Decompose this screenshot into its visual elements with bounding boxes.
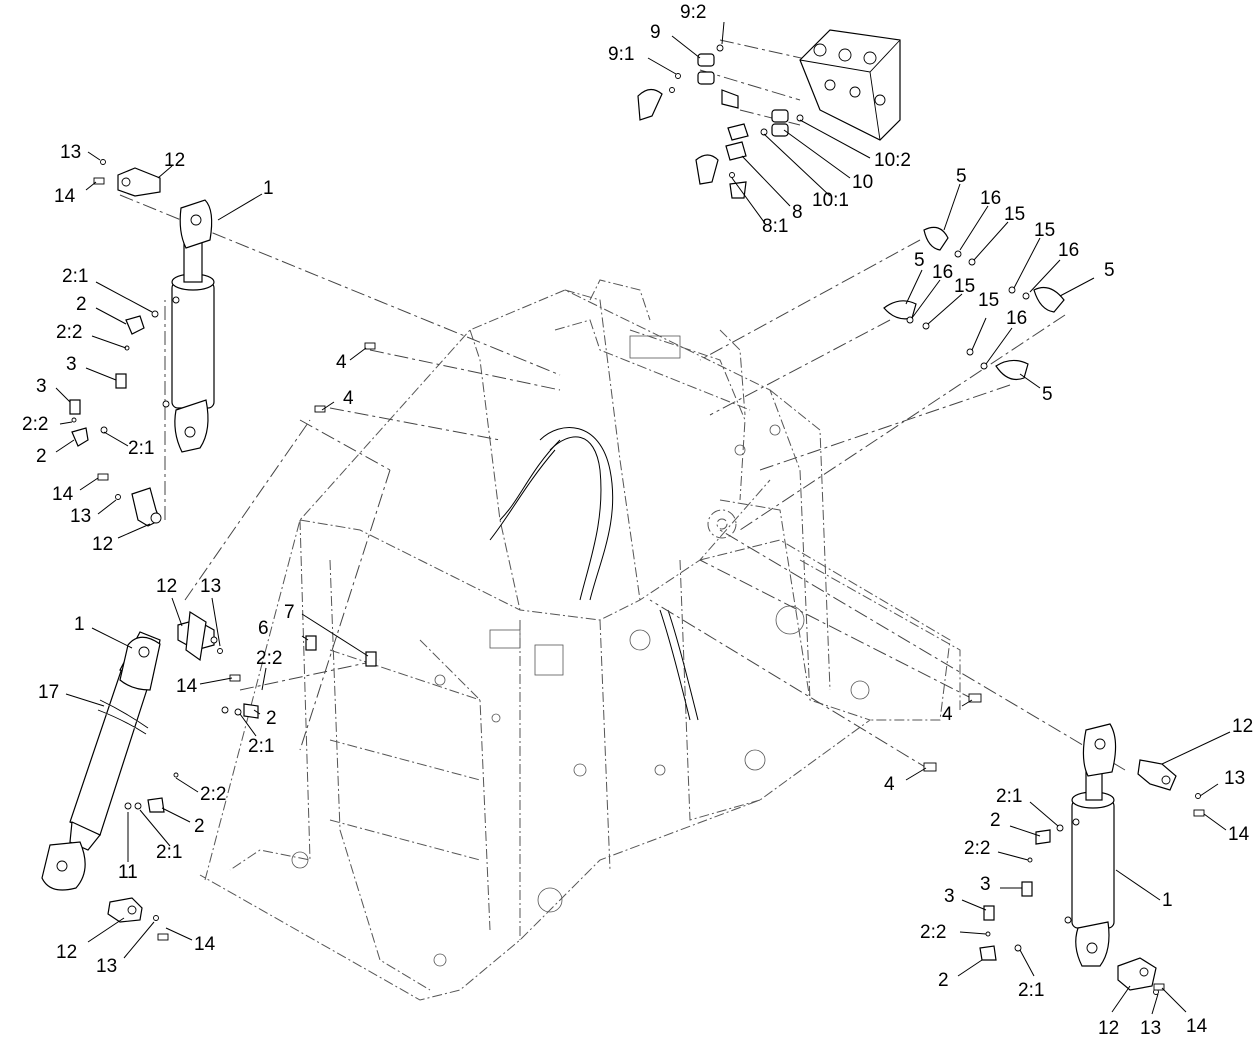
- callout-2-1: 2:1: [996, 786, 1022, 807]
- callout-1: 1: [1162, 890, 1173, 911]
- control-valve: [799, 29, 901, 141]
- callout-2: 2: [194, 816, 205, 837]
- callout-16: 16: [1006, 308, 1027, 329]
- callout-3: 3: [980, 874, 991, 895]
- callout-4: 4: [343, 388, 354, 409]
- callout-7: 7: [284, 602, 295, 623]
- callout-14: 14: [176, 676, 198, 697]
- callout-4: 4: [336, 352, 347, 373]
- callout-2: 2: [36, 446, 47, 467]
- callout-2: 2: [990, 810, 1001, 831]
- lift-cylinder-upper-left: [162, 199, 215, 453]
- callout-8-1: 8:1: [762, 216, 788, 237]
- lift-cylinder-lower-left: [41, 631, 161, 891]
- callout-4: 4: [942, 704, 953, 725]
- callout-12: 12: [1098, 1018, 1119, 1039]
- callout-3: 3: [944, 886, 955, 907]
- callout-12: 12: [92, 534, 113, 555]
- pin-assembly-upper-left: [93, 159, 161, 197]
- callout-14: 14: [54, 186, 76, 207]
- callout-14: 14: [1186, 1016, 1208, 1037]
- callout-4: 4: [884, 774, 895, 795]
- callout-1: 1: [74, 614, 85, 635]
- loader-frame: [199, 279, 961, 1001]
- callout-16: 16: [980, 188, 1001, 209]
- hose-clamps: [883, 226, 1065, 381]
- fittings-right: [979, 824, 1064, 961]
- callout-10-1: 10:1: [812, 190, 849, 211]
- lift-cylinder-right: [1064, 723, 1117, 967]
- callout-13: 13: [96, 956, 117, 977]
- leader-lines: [55, 21, 1231, 1015]
- callout-5: 5: [1104, 260, 1115, 281]
- callout-9-2: 9:2: [680, 2, 706, 23]
- callout-5: 5: [1042, 384, 1053, 405]
- callout-2-2: 2:2: [22, 414, 48, 435]
- callout-2-1: 2:1: [248, 736, 274, 757]
- callout-12: 12: [156, 576, 177, 597]
- callout-2: 2: [266, 708, 277, 729]
- callout-13: 13: [200, 576, 221, 597]
- fittings-upper-left: [69, 310, 159, 447]
- callout-13: 13: [1224, 768, 1245, 789]
- callout-17: 17: [38, 682, 59, 703]
- pin-assembly-right-bottom: [1117, 957, 1165, 995]
- callout-16: 16: [1058, 240, 1079, 261]
- callout-10-2: 10:2: [874, 150, 911, 171]
- callout-10: 10: [852, 172, 873, 193]
- callout-15: 15: [1004, 204, 1025, 225]
- callout-16: 16: [932, 262, 953, 283]
- fittings-lower-left: [124, 635, 377, 813]
- callout-1: 1: [263, 178, 274, 199]
- callout-15: 15: [954, 276, 975, 297]
- callout-14: 14: [1228, 824, 1250, 845]
- callout-2-2: 2:2: [256, 648, 282, 669]
- callout-2-1: 2:1: [156, 842, 182, 863]
- callout-3: 3: [36, 376, 47, 397]
- bolts-4: [314, 342, 982, 772]
- callout-2: 2: [76, 294, 87, 315]
- callout-15: 15: [978, 290, 999, 311]
- callout-11: 11: [118, 862, 138, 883]
- callout-2-1: 2:1: [128, 438, 154, 459]
- pin-assembly-lower-left-bottom: [107, 897, 169, 941]
- callout-12: 12: [56, 942, 77, 963]
- hydraulic-fittings-top: [637, 44, 804, 199]
- callout-9-1: 9:1: [608, 44, 634, 65]
- callout-9: 9: [650, 22, 661, 43]
- callout-15: 15: [1034, 220, 1055, 241]
- pin-assembly-right-top: [1137, 759, 1205, 817]
- callout-5: 5: [914, 250, 925, 271]
- callout-2-1: 2:1: [62, 266, 88, 287]
- pin-assembly-lower-left-top: [97, 473, 162, 527]
- callout-2-2: 2:2: [920, 922, 946, 943]
- callout-6: 6: [258, 618, 269, 639]
- callout-2: 2: [938, 970, 949, 991]
- callout-5: 5: [956, 166, 967, 187]
- callout-2-2: 2:2: [56, 322, 82, 343]
- callout-2-2: 2:2: [964, 838, 990, 859]
- pin-assembly-lower-left-upper: [177, 610, 241, 682]
- callout-14: 14: [194, 934, 216, 955]
- callout-12: 12: [164, 150, 185, 171]
- callout-2-2: 2:2: [200, 784, 226, 805]
- callout-3: 3: [66, 354, 77, 375]
- callout-2-1: 2:1: [1018, 980, 1044, 1001]
- callout-numbers: 13 12 14 1 2:1 2 2:2 3 3 2:2 2 2:1 14 13…: [22, 2, 1253, 1039]
- callout-13: 13: [1140, 1018, 1161, 1039]
- callout-13: 13: [70, 506, 91, 527]
- callout-8: 8: [792, 202, 803, 223]
- callout-14: 14: [52, 484, 74, 505]
- callout-13: 13: [60, 142, 81, 163]
- callout-12: 12: [1232, 716, 1253, 737]
